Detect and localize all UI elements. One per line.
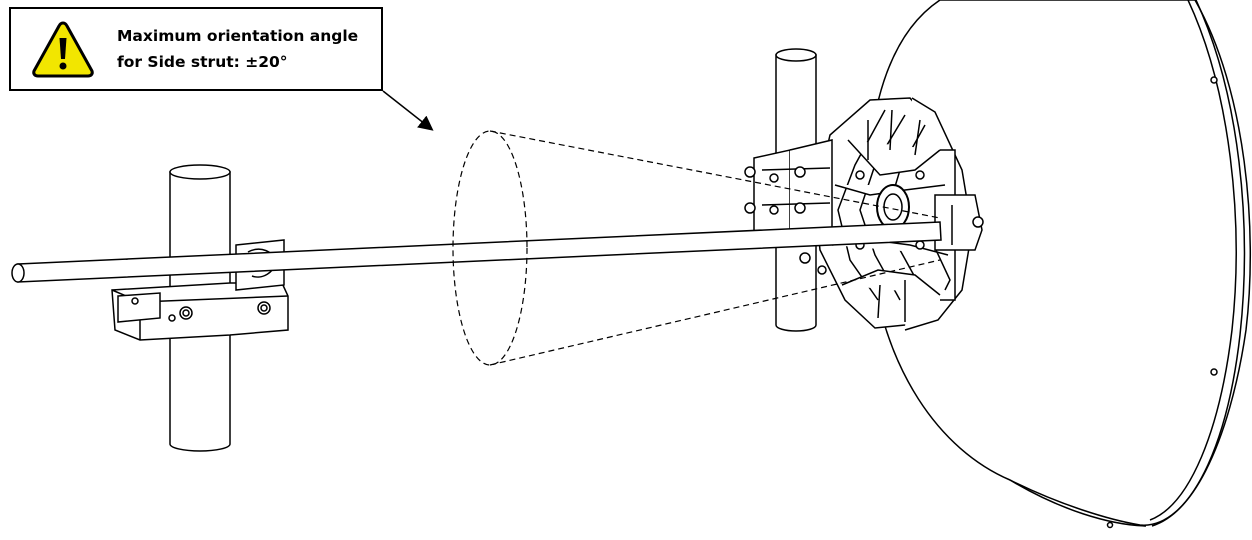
orientation-angle-cone (452, 130, 941, 366)
dish-reflector (866, 0, 1251, 529)
warning-callout: Maximum orientation angle for Side strut… (9, 7, 383, 91)
warning-line-1: Maximum orientation angle (117, 27, 359, 45)
warning-triangle-icon (32, 21, 94, 78)
callout-arrow (382, 90, 434, 131)
warning-line-2: for Side strut: ±20° (117, 53, 288, 71)
warning-text: Maximum orientation angle for Side strut… (117, 23, 358, 75)
left-pole-clamp (111, 239, 289, 341)
side-strut (11, 221, 942, 283)
